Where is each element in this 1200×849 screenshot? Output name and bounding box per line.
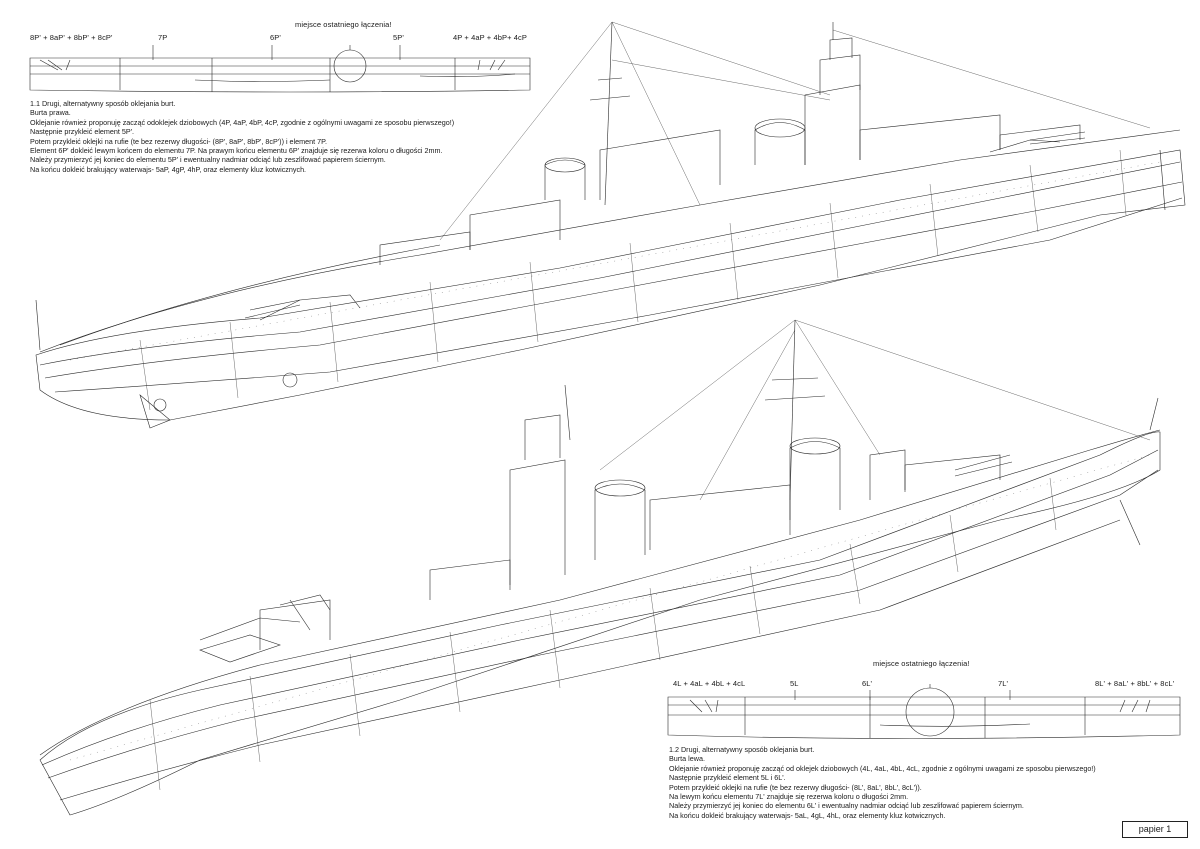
bottom-note-line: Na końcu dokleić brakujący waterwajs- 5a… [669,810,946,820]
top-note-line: Burta prawa. [30,108,71,118]
top-strip-label-8p: 8P' + 8aP' + 8bP' + 8cP' [30,33,113,42]
bottom-instructions: 1.2 Drugi, alternatywny sposób oklejania… [669,745,1096,820]
top-note-line: Na końcu dokleić brakujący waterwajs- 5a… [30,164,307,174]
top-note-line: 1.1 Drugi, alternatywny sposób oklejania… [30,99,176,108]
bottom-note-line: 1.2 Drugi, alternatywny sposób oklejania… [669,745,815,754]
bottom-note-line: Potem przykleić oklejki na rufie (te bez… [669,782,922,792]
top-ship-drawing [35,21,1186,429]
top-note-line: Następnie przykleić element 5P'. [30,127,135,137]
bottom-note-line: Oklejanie również proponuję zacząć od ok… [669,763,1096,773]
bottom-join-note: miejsce ostatniego łączenia! [873,659,970,668]
top-note-line: Element 6P' dokleić lewym końcem do elem… [30,146,443,156]
bottom-ship-drawing [39,319,1161,816]
top-strip-label-6p: 6P' [270,33,281,42]
bottom-strip-label-6l: 6L' [862,679,873,688]
bottom-note-line: Następnie przykleić element 5L i 6L'. [669,773,786,783]
bottom-hull-strip [667,684,1181,739]
bottom-note-line: Należy przymierzyć jej koniec do element… [669,801,1024,811]
bottom-strip-label-8l: 8L' + 8aL' + 8bL' + 8cL' [1095,679,1175,688]
top-note-line: Oklejanie również proponuję zacząć odokl… [30,117,455,127]
bottom-strip-label-5l: 5L [790,679,799,688]
page-label: papier 1 [1122,821,1188,838]
top-instructions: 1.1 Drugi, alternatywny sposób oklejania… [30,99,454,174]
top-note-line: Należy przymierzyć jej koniec do element… [30,155,386,165]
top-hull-strip [29,45,531,93]
top-strip-label-5p: 5P' [393,33,404,42]
top-strip-label-4p: 4P + 4aP + 4bP+ 4cP [453,33,527,42]
bottom-note-line: Burta lewa. [669,754,705,764]
top-strip-label-7p: 7P [158,33,168,42]
bottom-strip-label-4l: 4L + 4aL + 4bL + 4cL [673,679,746,688]
top-note-line: Potem przykleić oklejki na rufie (te bez… [30,136,327,146]
top-join-note: miejsce ostatniego łączenia! [295,20,392,29]
bottom-note-line: Na lewym końcu elementu 7L' znajduje się… [669,792,909,802]
bottom-strip-label-7l: 7L' [998,679,1009,688]
bottom-join-circle [905,687,955,737]
